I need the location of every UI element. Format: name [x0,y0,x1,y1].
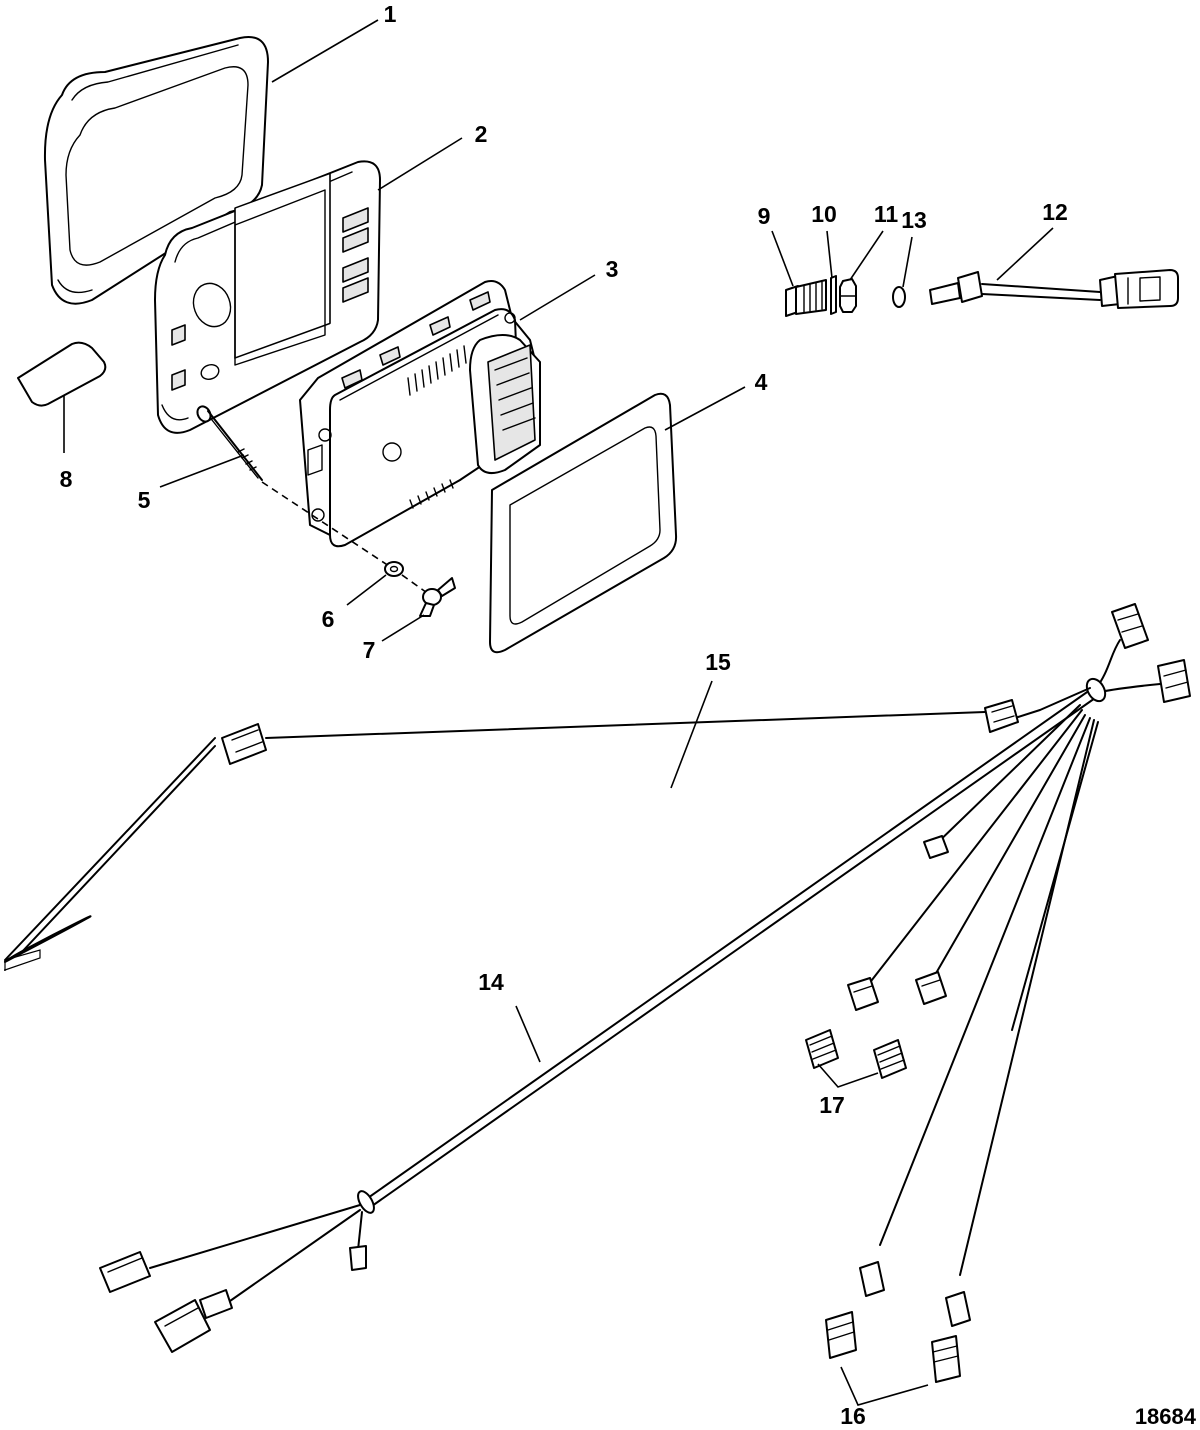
part-4-gasket [489,392,678,654]
callout-13: 13 [901,207,927,233]
callout-11: 11 [874,201,899,227]
callout-labels: 1 2 3 4 5 6 7 8 9 10 11 12 13 14 15 16 1… [60,1,1068,1429]
callout-6: 6 [322,606,335,632]
callout-4: 4 [755,369,768,395]
part-17-caps [805,1029,907,1079]
part-14-main-harness [99,603,1191,1353]
part-6-washer [384,561,404,577]
callout-3: 3 [606,256,619,282]
part-13-o-ring [892,286,906,308]
callout-10: 10 [811,201,837,227]
part-11-nut [839,278,857,313]
part-7-wing-nut [419,577,456,617]
part-16-caps [825,1311,961,1383]
part-15-lead-wire [3,737,216,971]
callout-8: 8 [60,466,73,492]
part-3-module [299,280,541,548]
part-9-plug [785,279,827,317]
figure-number: 18684 [1135,1404,1197,1429]
callout-7: 7 [363,637,376,663]
part-12-sensor-lead [929,269,1179,309]
part-8-decal [17,341,107,407]
callout-17: 17 [819,1092,845,1118]
part-10-washer [830,275,837,315]
callout-14: 14 [478,969,504,995]
callout-5: 5 [138,487,151,513]
part-2-front-housing [154,160,381,434]
callout-2: 2 [475,121,488,147]
leader-lines [63,19,1054,1406]
callout-16: 16 [840,1403,866,1429]
callout-15: 15 [705,649,731,675]
callout-1: 1 [384,1,397,27]
callout-12: 12 [1042,199,1068,225]
part-5-screw [196,405,263,481]
callout-9: 9 [758,203,771,229]
